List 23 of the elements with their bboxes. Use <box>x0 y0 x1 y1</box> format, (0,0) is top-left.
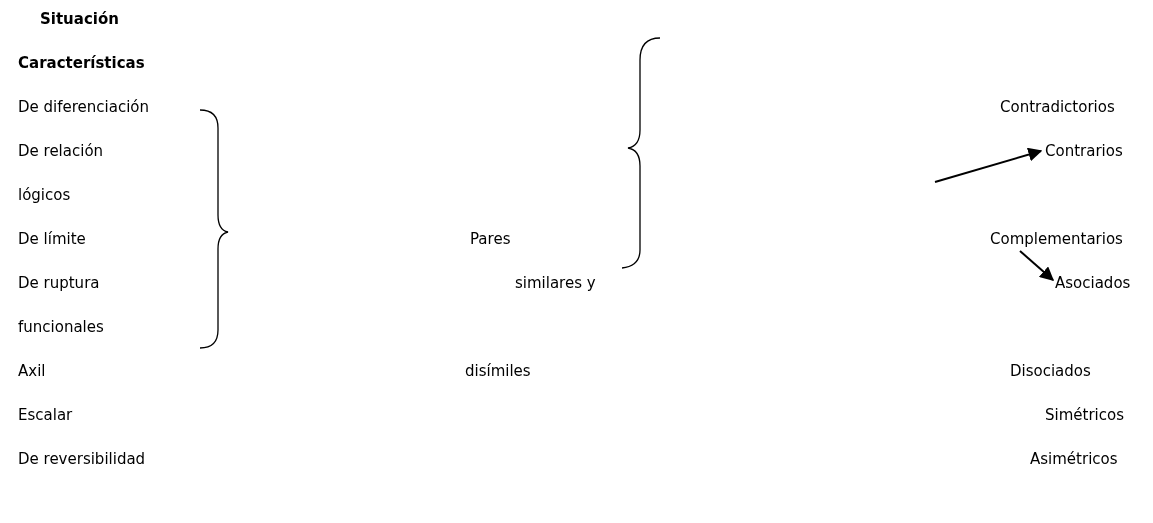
heading-text: Características <box>18 53 145 74</box>
term-text: Simétricos <box>1045 405 1124 426</box>
term-text: Asociados <box>1055 272 1131 294</box>
term-text: lógicos <box>18 185 71 206</box>
arrow <box>934 147 1043 183</box>
term-text: Pares <box>470 229 511 250</box>
term-text: Axil <box>18 361 46 382</box>
term-text: disímiles <box>465 361 531 382</box>
term-text: Disociados <box>1010 361 1091 382</box>
term-text: De límite <box>18 229 86 250</box>
heading-text: Situación <box>40 9 119 30</box>
term-text: De reversibilidad <box>18 449 146 470</box>
arrow <box>1019 250 1055 281</box>
term-text: Contradictorios <box>1000 97 1115 118</box>
term-text: De relación <box>18 141 104 162</box>
term-text: Asimétricos <box>1030 449 1118 470</box>
term-text: similares y <box>515 273 596 294</box>
term-text: De diferenciación <box>18 97 150 118</box>
term-text: Complementarios <box>990 228 1123 250</box>
term-text: De ruptura <box>18 273 100 294</box>
term-text: funcionales <box>18 317 104 338</box>
term-text: Escalar <box>18 405 73 426</box>
term-text: Contrarios <box>1045 140 1123 162</box>
